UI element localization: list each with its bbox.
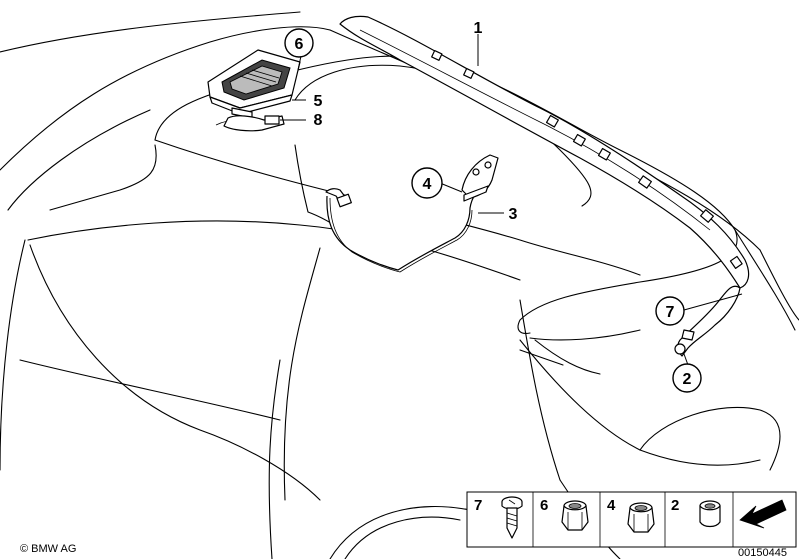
svg-text:1: 1 [474,20,483,37]
footer: © BMW AG 00150445 [20,543,787,559]
callout-1: 1 [474,20,483,37]
hex-nut-icon [561,500,589,531]
svg-text:2: 2 [683,371,692,388]
callout-7: 7 [655,296,685,326]
legend-item-hex-nut-4: 4 [607,497,655,533]
callout-5: 5 [314,93,323,110]
svg-text:5: 5 [314,93,323,110]
svg-text:3: 3 [509,206,518,223]
car-body-outline [0,11,799,559]
fastener-legend: 7 6 4 [466,491,797,548]
svg-text:6: 6 [540,497,548,514]
legend-item-screw: 7 [474,496,523,539]
callout-6: 6 [284,28,314,58]
hex-nut-icon [627,502,655,533]
svg-text:4: 4 [423,176,432,193]
svg-text:7: 7 [666,304,675,321]
legend-item-round-nut: 2 [671,497,721,528]
mounting-bracket-part [461,154,499,202]
direction-arrow-icon [739,499,787,529]
sensor-bracket-part [223,115,285,132]
svg-text:4: 4 [607,497,616,514]
screw-icon [501,496,523,539]
svg-text:6: 6 [295,36,304,53]
callout-2: 2 [672,363,702,393]
svg-text:2: 2 [671,497,679,514]
diagram-number: 00150445 [738,547,787,559]
curtain-airbag-part [339,15,750,357]
copyright-label: © BMW AG [20,543,76,555]
callout-4: 4 [411,167,443,199]
legend-item-hex-nut-6: 6 [540,497,589,531]
callout-3: 3 [509,206,518,223]
leader-lines [280,34,743,366]
callout-8: 8 [314,112,323,129]
svg-text:8: 8 [314,112,323,129]
round-nut-icon [699,500,721,528]
wiring-harness-part [325,187,483,273]
control-unit-part [207,49,301,126]
svg-text:7: 7 [474,497,482,514]
